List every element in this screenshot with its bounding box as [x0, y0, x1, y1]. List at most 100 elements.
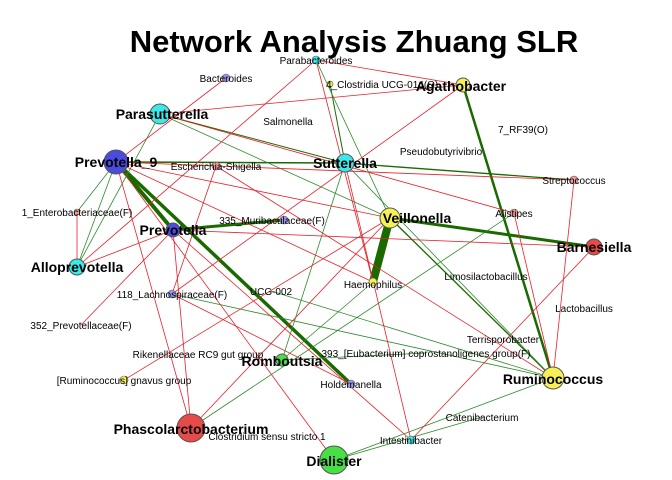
label-alloprevotella: Alloprevotella	[31, 259, 124, 275]
node-alistipes[interactable]	[509, 208, 519, 218]
label-ucg002: UCG-002	[250, 287, 293, 298]
label-prevotella: Prevotella	[140, 222, 207, 238]
edge-prevotella_9-alloprevotella	[76, 161, 117, 268]
node-romboutsia[interactable]	[275, 353, 289, 367]
edge-parasutterella-agathobacter	[159, 84, 464, 115]
edge-alloprevotella-parasutterella	[76, 113, 161, 268]
edge-phascolarctobacterium-alistipes	[190, 212, 515, 429]
edge-prevotella_9-phascolarctobacterium	[115, 161, 192, 429]
label-catenibacterium: Catenibacterium	[446, 413, 519, 424]
label-alistipes: Alistipes	[495, 209, 532, 220]
diagram-title: Network Analysis Zhuang SLR	[130, 24, 578, 59]
edge-sutterella-intestinibacter	[344, 162, 412, 441]
label-sutterella: Sutterella	[313, 155, 377, 171]
node-sutterella[interactable]	[335, 153, 355, 173]
node-clostridia_ucg014[interactable]	[326, 80, 334, 88]
node-barnesiella[interactable]	[585, 238, 603, 256]
edge-romboutsia-eubacterium_copro	[281, 352, 427, 361]
label-terrisporobacter: Terrisporobacter	[467, 335, 540, 346]
node-alloprevotella[interactable]	[68, 258, 86, 276]
label-prevotella_9: Prevotella_9	[75, 154, 158, 170]
edge-barnesiella-intestinibacter	[410, 246, 595, 441]
node-lachnospiraceae[interactable]	[167, 289, 177, 299]
node-muribaculaceae[interactable]	[279, 215, 289, 225]
label-ruminococcus_gnavus: [Ruminococcus] gnavus group	[57, 376, 192, 387]
label-bacteroides: Bacteroides	[200, 74, 253, 85]
edge-lachnospiraceae-holdemanella	[171, 293, 352, 385]
label-pseudobutyrivibrio: Pseudobutyrivibrio	[400, 147, 483, 158]
node-parabacteroides[interactable]	[311, 55, 321, 65]
edge-sutterella-streptococcus	[344, 162, 575, 181]
label-romboutsia: Romboutsia	[242, 353, 323, 369]
label-prevotellaceae: 352_Prevotellaceae(F)	[30, 321, 131, 332]
node-enterobacteriaceae[interactable]	[73, 208, 81, 216]
edge-prevotella_9-prevotella	[114, 160, 175, 232]
edge-veillonella-ruminococcus	[389, 217, 554, 379]
node-dialister[interactable]	[319, 445, 349, 475]
node-veillonella[interactable]	[379, 207, 401, 229]
label-parabacteroides: Parabacteroides	[280, 56, 353, 67]
edge-escherichia_shigella-ruminococcus	[215, 165, 554, 379]
label-ruminococcus: Ruminococcus	[503, 371, 604, 387]
edge-prevotellaceae-prevotella	[80, 229, 174, 326]
label-clostridium_ss1: Clostridium sensu stricto 1	[208, 432, 326, 443]
node-holdemanella[interactable]	[346, 379, 356, 389]
node-ruminococcus[interactable]	[541, 366, 565, 390]
edge-prevotella_9-veillonella	[115, 161, 391, 219]
edge-prevotella_9-dialister	[115, 161, 335, 461]
node-prevotella[interactable]	[165, 222, 181, 238]
label-streptococcus: Streptococcus	[542, 176, 605, 187]
edge-parasutterella-veillonella	[159, 113, 391, 219]
label-veillonella: Veillonella	[383, 210, 452, 226]
label-lachnospiraceae: 118_Lachnospiraceae(F)	[117, 290, 227, 301]
node-bacteroides[interactable]	[221, 73, 231, 83]
label-rf39: 7_RF39(O)	[498, 125, 548, 136]
label-salmonella: Salmonella	[263, 117, 313, 128]
edge-phascolarctobacterium-veillonella	[190, 217, 391, 429]
label-eubacterium_copro: 393_[Eubacterium] coprostanoligenes grou…	[321, 349, 530, 360]
edge-veillonella-haemophilus	[369, 216, 394, 284]
edge-prevotella-muribaculaceae	[172, 218, 285, 232]
edge-prevotella-intestinibacter	[172, 229, 412, 441]
label-barnesiella: Barnesiella	[557, 239, 632, 255]
edge-lachnospiraceae-ruminococcus	[171, 293, 554, 379]
node-phascolarctobacterium[interactable]	[176, 413, 206, 443]
edge-agathobacter-lachnospiraceae	[171, 84, 464, 295]
label-holdemanella: Holdemanella	[320, 380, 382, 391]
label-lactobacillus: Lactobacillus	[555, 304, 613, 315]
label-parasutterella: Parasutterella	[116, 106, 209, 122]
label-limosilactobacillus: Limosilactobacillus	[444, 272, 527, 283]
label-phascolarctobacterium: Phascolarctobacterium	[114, 421, 269, 437]
label-clostridia_ucg014: 4_Clostridia UCG-014(O)	[326, 80, 438, 91]
label-escherichia_shigella: Escherichia-Shigella	[171, 162, 262, 173]
edge-haemophilus-romboutsia	[281, 281, 374, 361]
node-streptococcus[interactable]	[569, 175, 579, 185]
edge-prevotella_9-haemophilus	[115, 161, 374, 283]
edge-bacteroides-prevotella_9	[115, 77, 227, 163]
node-agathobacter[interactable]	[455, 77, 471, 93]
label-haemophilus: Haemophilus	[344, 280, 402, 291]
edge-veillonella-barnesiella	[389, 216, 595, 249]
node-prevotella_9[interactable]	[103, 149, 129, 175]
edge-alloprevotella-prevotella	[76, 229, 174, 268]
edge-sutterella-ruminococcus	[344, 162, 554, 379]
label-rikenellaceae: Rikenellaceae RC9 gut group	[133, 350, 264, 361]
edge-dialister-ruminococcus	[333, 377, 554, 461]
label-intestinibacter: Intestinibacter	[380, 436, 443, 447]
edge-prevotella_9-sutterella	[115, 161, 346, 164]
node-escherichia_shigella[interactable]	[211, 161, 221, 171]
node-ruminococcus_gnavus[interactable]	[119, 375, 129, 385]
edge-ruminococcus_gnavus-veillonella	[123, 217, 391, 381]
node-haemophilus[interactable]	[368, 277, 378, 287]
nodes-layer	[68, 55, 603, 475]
node-intestinibacter[interactable]	[406, 435, 416, 445]
node-parasutterella[interactable]	[149, 103, 171, 125]
label-dialister: Dialister	[306, 453, 362, 469]
label-enterobacteriaceae: 1_Enterobacteriaceae(F)	[22, 208, 133, 219]
edge-alistipes-ruminococcus	[513, 212, 554, 379]
edge-escherichia_shigella-lachnospiraceae	[171, 165, 217, 295]
edge-parabacteroides-alloprevotella	[76, 59, 317, 268]
edge-parabacteroides-agathobacter	[315, 59, 464, 86]
